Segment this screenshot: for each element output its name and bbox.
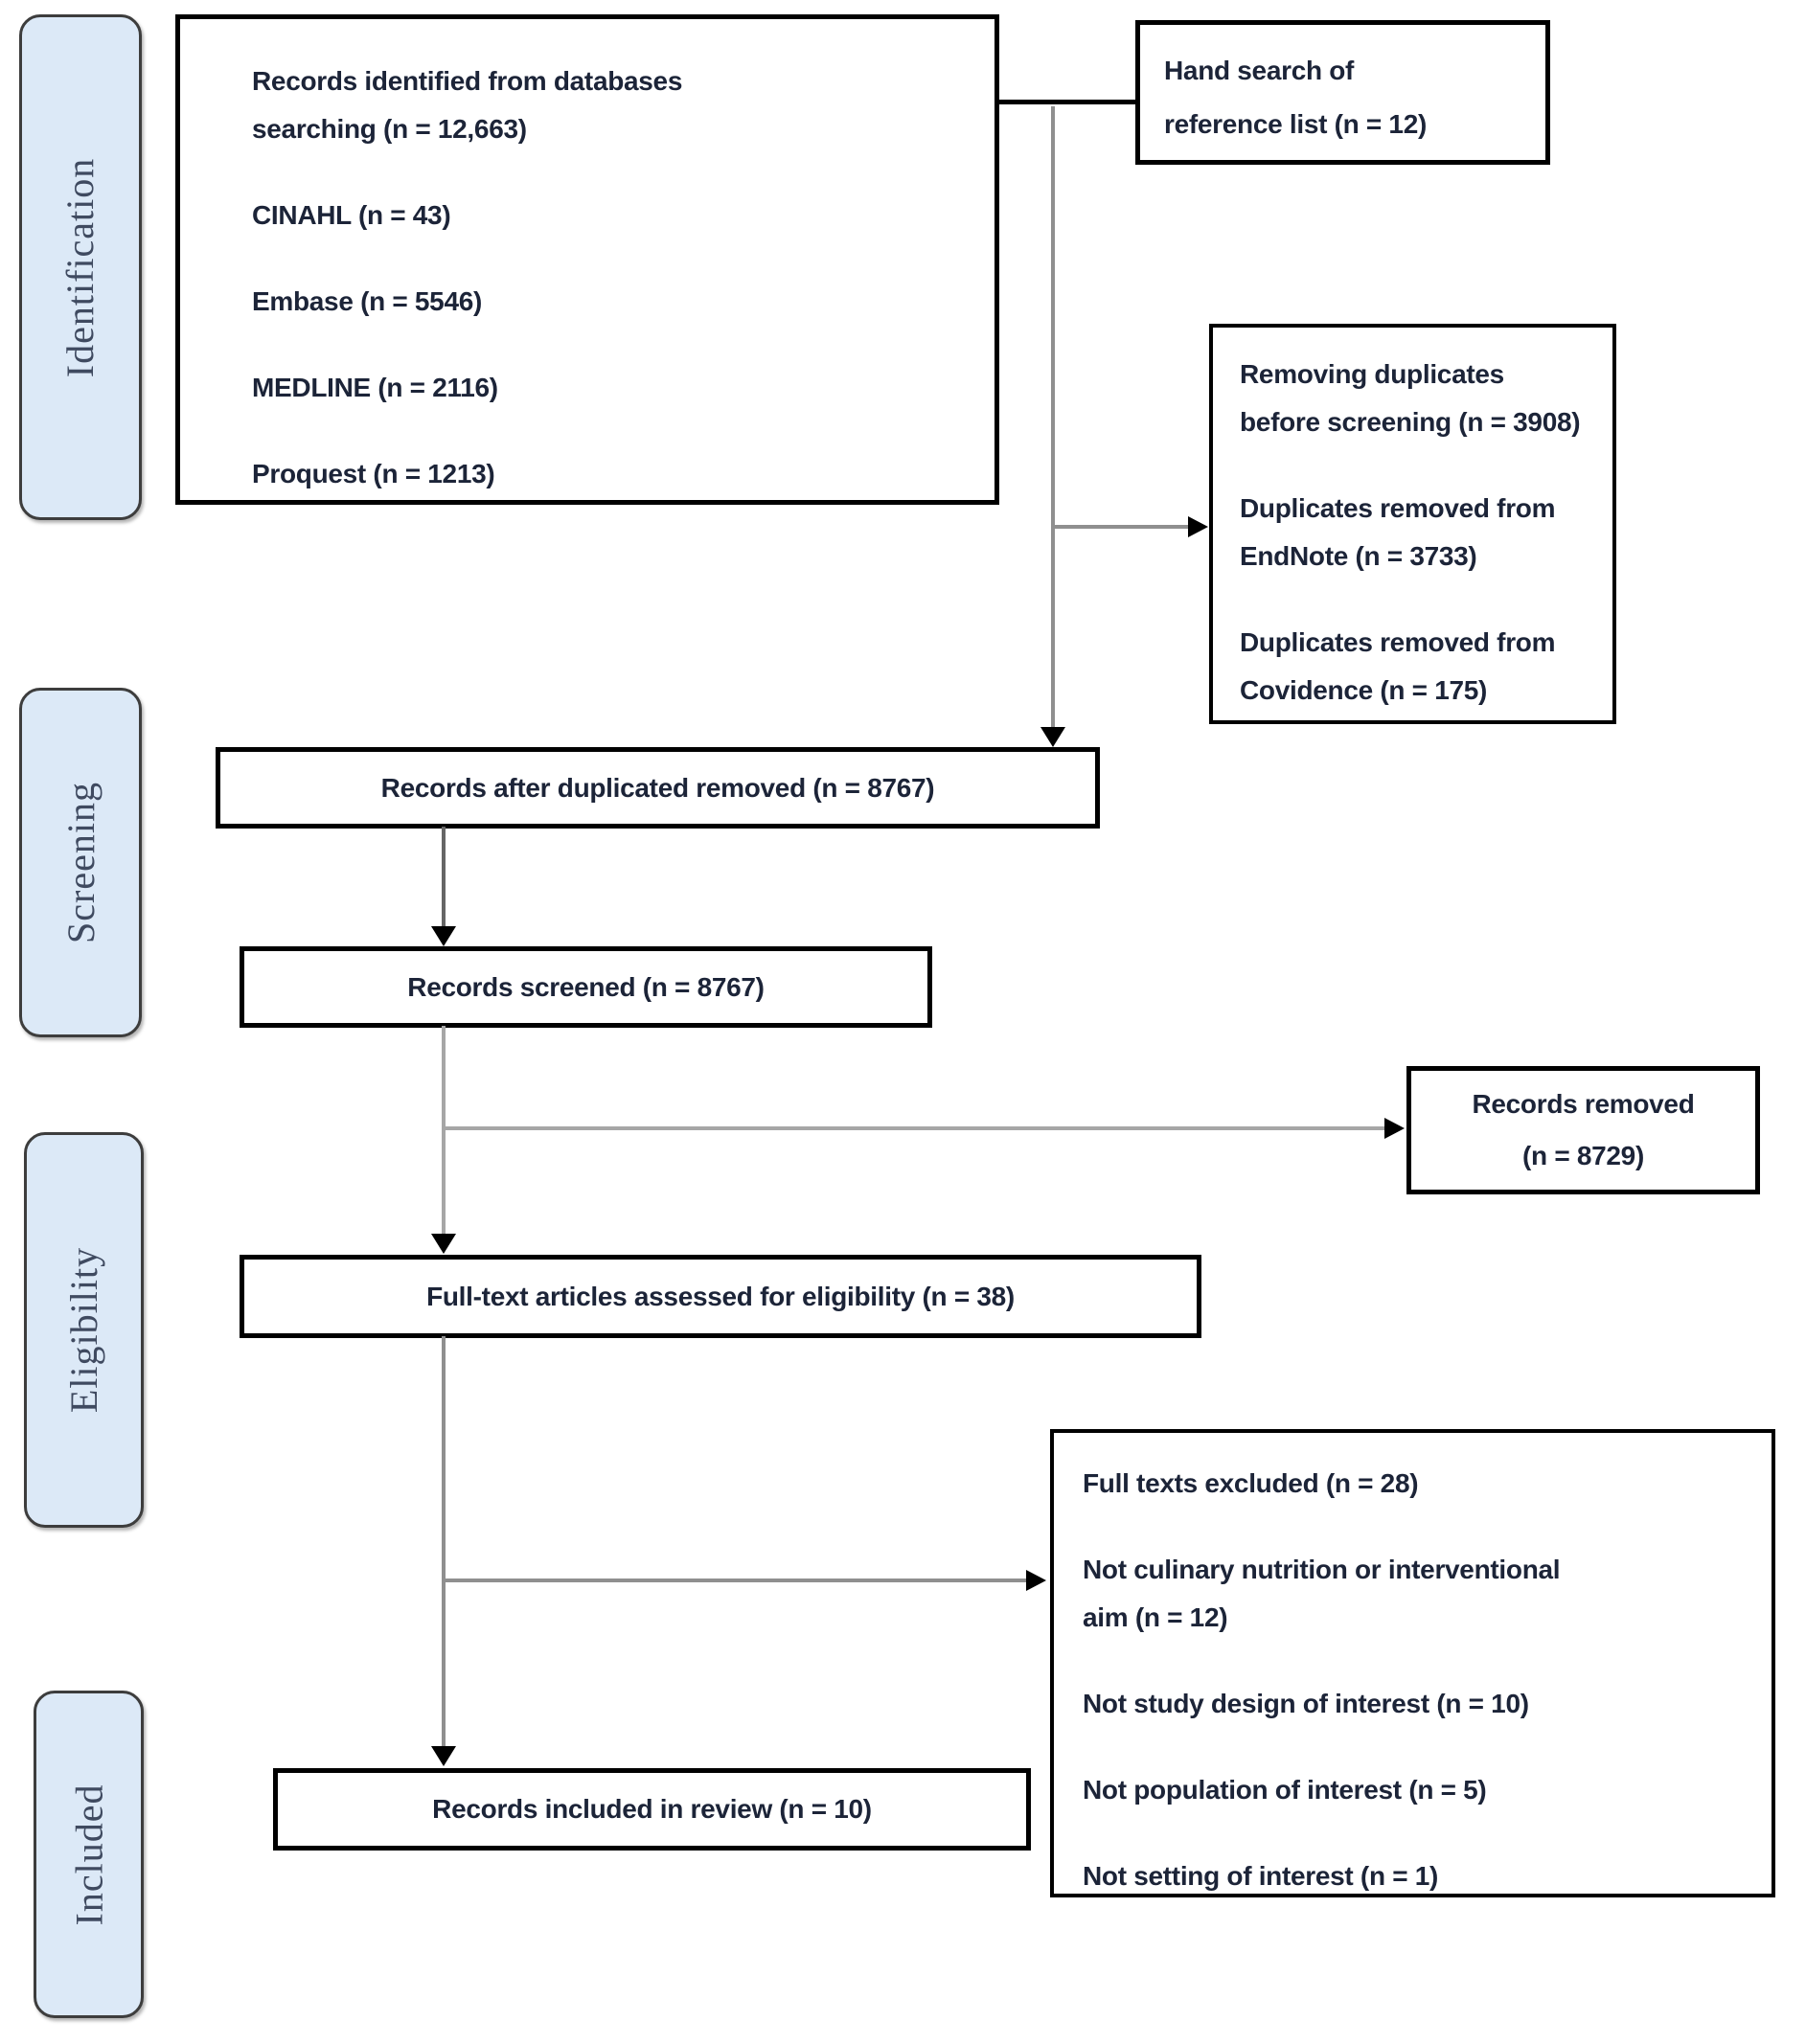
records-identified-line-2: searching (n = 12,663) xyxy=(252,114,527,144)
stage-label-eligibility: Eligibility xyxy=(24,1132,144,1528)
records-included-text: Records included in review (n = 10) xyxy=(432,1794,872,1824)
excluded-total: Full texts excluded (n = 28) xyxy=(1083,1468,1419,1498)
stage-label-screening-text: Screening xyxy=(58,782,103,943)
records-identified-line-1: Records identified from databases xyxy=(252,66,683,96)
hand-search-line-2: reference list (n = 12) xyxy=(1164,109,1428,139)
excluded-population: Not population of interest (n = 5) xyxy=(1083,1775,1487,1805)
arrowhead-into-screened xyxy=(431,926,456,946)
arrowhead-into-included xyxy=(431,1746,456,1766)
connector-branch-removed xyxy=(444,1126,1385,1130)
box-records-included: Records included in review (n = 10) xyxy=(273,1768,1031,1851)
excluded-setting: Not setting of interest (n = 1) xyxy=(1083,1861,1439,1891)
records-identified-proquest: Proquest (n = 1213) xyxy=(252,459,495,488)
records-removed-line-2: (n = 8729) xyxy=(1522,1141,1644,1170)
stage-label-included-text: Included xyxy=(67,1783,111,1925)
arrowhead-into-fulltext xyxy=(431,1234,456,1254)
stage-label-eligibility-text: Eligibility xyxy=(62,1246,106,1414)
box-removing-duplicates: Removing duplicates before screening (n … xyxy=(1209,324,1616,724)
stage-label-screening: Screening xyxy=(19,688,142,1037)
box-records-screened: Records screened (n = 8767) xyxy=(240,946,932,1028)
stage-label-identification-text: Identification xyxy=(58,157,103,377)
arrowhead-into-records-after xyxy=(1040,727,1065,747)
arrowhead-into-duplicates xyxy=(1188,516,1208,537)
duplicates-covidence-line-1: Duplicates removed from xyxy=(1240,627,1556,657)
box-records-identified: Records identified from databases search… xyxy=(175,14,999,505)
connector-identified-to-handsearch xyxy=(996,100,1138,104)
connector-branch-excluded xyxy=(444,1578,1028,1582)
records-removed-line-1: Records removed xyxy=(1472,1089,1695,1119)
box-records-after-duplicates: Records after duplicated removed (n = 87… xyxy=(216,747,1100,829)
connector-after-to-screened xyxy=(442,827,446,927)
hand-search-line-1: Hand search of xyxy=(1164,56,1355,85)
excluded-culinary-line-1: Not culinary nutrition or interventional xyxy=(1083,1555,1561,1584)
connector-fulltext-to-included xyxy=(442,1336,446,1748)
records-identified-cinahl: CINAHL (n = 43) xyxy=(252,200,451,230)
records-after-duplicates-text: Records after duplicated removed (n = 87… xyxy=(380,772,935,803)
removing-duplicates-line-2: before screening (n = 3908) xyxy=(1240,407,1581,437)
duplicates-endnote-line-1: Duplicates removed from xyxy=(1240,493,1556,523)
box-full-texts-excluded: Full texts excluded (n = 28) Not culinar… xyxy=(1050,1429,1775,1897)
removing-duplicates-line-1: Removing duplicates xyxy=(1240,359,1504,389)
excluded-culinary-line-2: aim (n = 12) xyxy=(1083,1602,1228,1632)
box-hand-search: Hand search of reference list (n = 12) xyxy=(1135,20,1550,165)
connector-screened-to-fulltext xyxy=(442,1026,446,1235)
stage-label-identification: Identification xyxy=(19,14,142,520)
stage-label-included: Included xyxy=(34,1691,144,2018)
excluded-study-design: Not study design of interest (n = 10) xyxy=(1083,1689,1529,1718)
duplicates-endnote-line-2: EndNote (n = 3733) xyxy=(1240,541,1477,571)
connector-main-vertical xyxy=(1051,106,1055,729)
records-screened-text: Records screened (n = 8767) xyxy=(407,971,765,1002)
records-identified-medline: MEDLINE (n = 2116) xyxy=(252,373,498,402)
arrowhead-into-removed xyxy=(1384,1118,1405,1139)
records-identified-embase: Embase (n = 5546) xyxy=(252,286,483,316)
arrowhead-into-excluded xyxy=(1026,1570,1046,1591)
box-records-removed: Records removed (n = 8729) xyxy=(1406,1066,1760,1194)
connector-branch-duplicates xyxy=(1053,525,1191,529)
duplicates-covidence-line-2: Covidence (n = 175) xyxy=(1240,675,1488,705)
box-full-text-assessed: Full-text articles assessed for eligibil… xyxy=(240,1255,1201,1338)
full-text-assessed-text: Full-text articles assessed for eligibil… xyxy=(426,1281,1015,1311)
